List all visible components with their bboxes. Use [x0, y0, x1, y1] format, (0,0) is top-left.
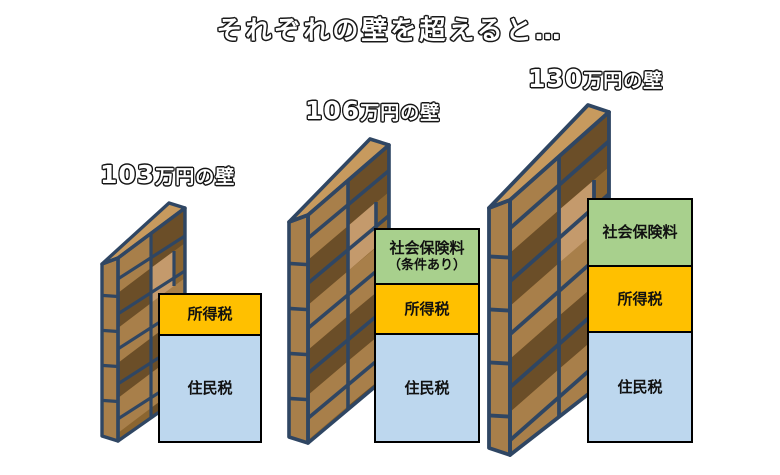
segment-social-insurance-130: 社会保険料 [587, 198, 693, 267]
brick-side-130 [489, 200, 510, 455]
wall-amount-106: 106 [305, 96, 361, 125]
segment-residence-tax-130: 住民税 [587, 333, 693, 443]
segment-income-tax-106: 所得税 [374, 285, 480, 335]
segment-income-tax-103: 所得税 [158, 293, 262, 336]
wall-unit-130: 万円の壁 [583, 70, 664, 92]
wall-label-130: 130万円の壁 [528, 64, 663, 93]
segment-sublabel: （条件あり） [387, 257, 466, 273]
segment-label: 住民税 [617, 377, 663, 396]
segment-residence-tax-103: 住民税 [158, 336, 262, 443]
segment-label: 住民税 [404, 378, 450, 397]
wall-label-103: 103万円の壁 [100, 160, 235, 189]
brick-top-130 [489, 105, 609, 208]
segment-label: 社会保険料 [389, 239, 465, 258]
segment-label: 所得税 [404, 299, 450, 318]
brick-top-106 [289, 139, 389, 222]
wall-unit-106: 万円の壁 [360, 102, 441, 124]
segment-label: 所得税 [617, 289, 663, 308]
segment-label: 社会保険料 [602, 223, 678, 242]
wall-amount-103: 103 [100, 160, 156, 189]
segment-label: 所得税 [187, 305, 233, 324]
brick-wall-106 [287, 137, 391, 445]
segment-residence-tax-106: 住民税 [374, 335, 480, 443]
segment-income-tax-130: 所得税 [587, 267, 693, 333]
wall-amount-130: 130 [528, 64, 584, 93]
tax-stack-106: 社会保険料 （条件あり） 所得税 住民税 [374, 228, 480, 443]
tax-stack-103: 所得税 住民税 [158, 293, 262, 443]
wall-unit-103: 万円の壁 [155, 166, 236, 188]
brick-side-106 [289, 215, 308, 443]
tax-stack-130: 社会保険料 所得税 住民税 [587, 198, 693, 443]
wall-label-106: 106万円の壁 [305, 96, 440, 125]
brick-top-103 [102, 203, 185, 264]
page-title: それぞれの壁を超えると… [216, 15, 564, 46]
segment-social-insurance-106: 社会保険料 （条件あり） [374, 228, 480, 285]
brick-side-103 [102, 258, 118, 441]
segment-label: 住民税 [187, 379, 233, 398]
